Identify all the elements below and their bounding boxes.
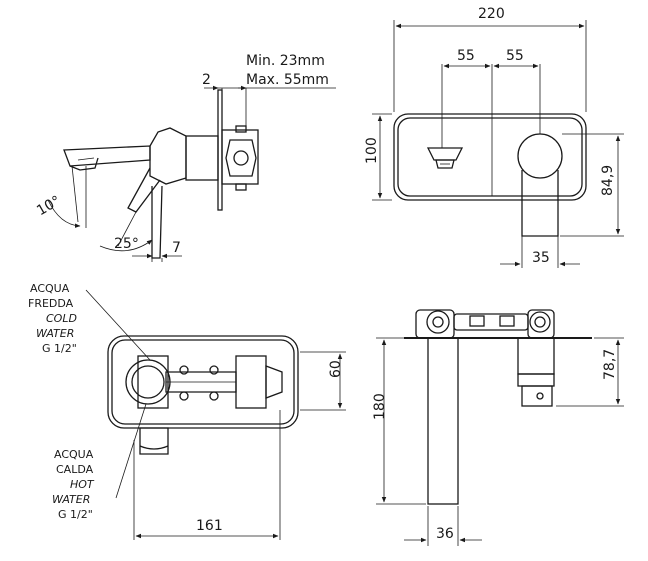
spout-angle-label: 10° <box>34 193 64 219</box>
gap-label: 7 <box>172 240 181 256</box>
cold-water-callout: ACQUA FREDDA COLD WATER G 1/2" <box>28 282 77 355</box>
lever-angle-label: 25° <box>114 236 139 252</box>
body-width-label: 161 <box>196 518 223 534</box>
cold-label-it-2: FREDDA <box>28 297 74 310</box>
cold-label-en-1: COLD <box>46 312 77 325</box>
side-view <box>47 85 336 262</box>
right-offset-label: 55 <box>506 48 524 64</box>
hot-thread-label: G 1/2" <box>58 508 93 521</box>
hot-water-callout: ACQUA CALDA HOT WATER G 1/2" <box>52 448 95 521</box>
min-depth-label: Min. 23mm <box>246 53 325 69</box>
hot-label-en-1: HOT <box>70 478 95 491</box>
overall-width-label: 220 <box>478 6 505 22</box>
plate-height-label: 100 <box>364 137 380 164</box>
left-offset-label: 55 <box>457 48 475 64</box>
spout-length-label: 180 <box>372 393 388 420</box>
top-view <box>376 309 624 546</box>
body-height-label: 60 <box>328 360 344 378</box>
cold-thread-label: G 1/2" <box>42 342 77 355</box>
hot-label-it-2: CALDA <box>56 463 94 476</box>
spout-width-label: 36 <box>436 526 454 542</box>
lever-width-label: 35 <box>532 250 550 266</box>
hot-label-en-2: WATER <box>52 493 90 506</box>
max-depth-label: Max. 55mm <box>246 72 329 88</box>
cold-label-it-1: ACQUA <box>30 282 70 295</box>
depth-label: 78,7 <box>602 349 618 380</box>
cold-label-en-2: WATER <box>36 327 74 340</box>
front-view <box>372 20 624 268</box>
body-view <box>85 289 346 540</box>
plate-thickness-label: 2 <box>202 72 211 88</box>
lever-height-label: 84,9 <box>600 165 616 196</box>
hot-label-it-1: ACQUA <box>54 448 94 461</box>
